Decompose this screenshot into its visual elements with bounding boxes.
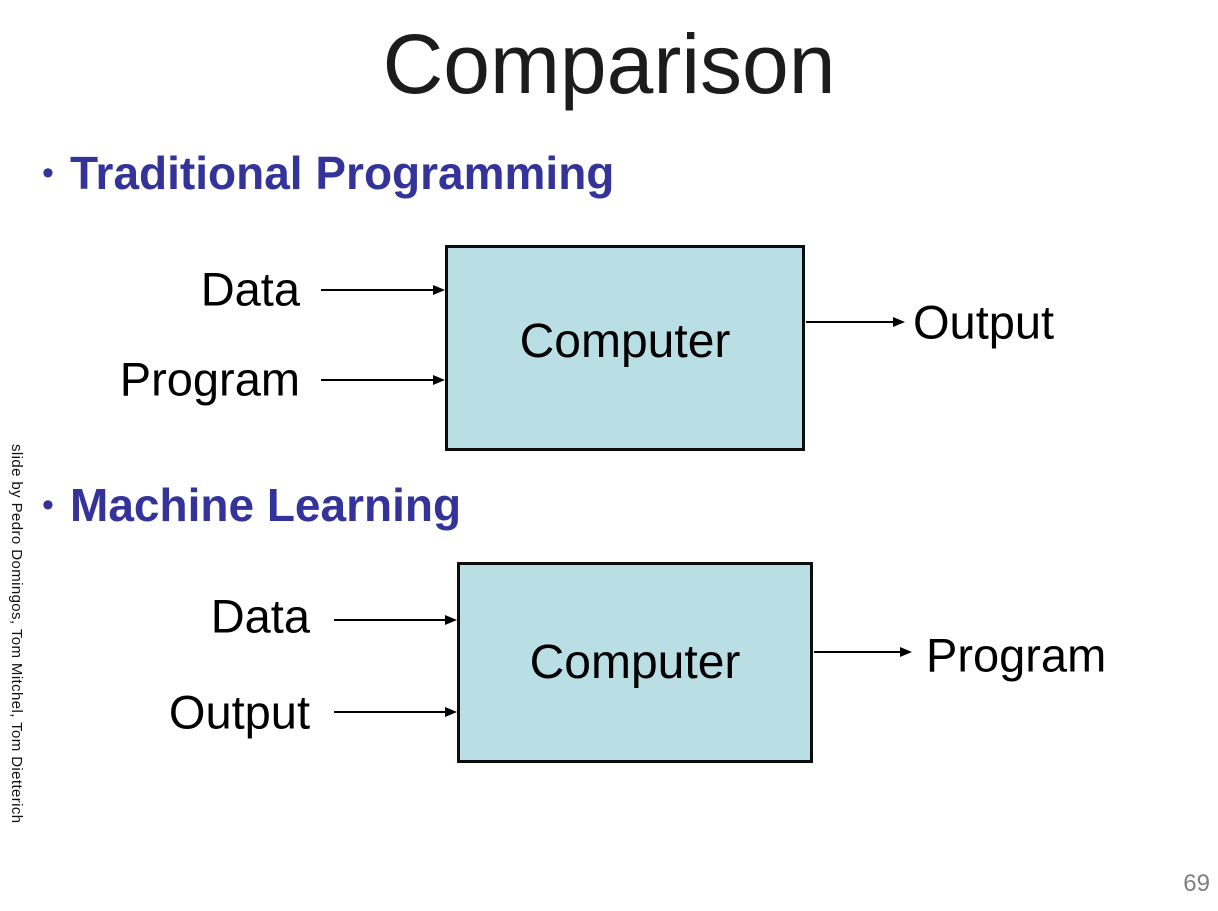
diagram2-input-label-data: Data [210,589,310,643]
diagram1-computer-box: Computer [445,245,805,451]
bullet-icon: • [42,486,54,525]
section-heading-label: Machine Learning [70,479,462,531]
diagram1-arrow-computer-to-output [806,317,905,327]
slide-attribution: slide by Pedro Domingos, Tom Mitchel, To… [8,444,25,824]
bullet-icon: • [42,154,54,193]
diagram2-input-label-output: Output [168,685,310,739]
diagram2-arrow-output-to-computer [334,707,457,717]
diagram1-computer-box-label: Computer [519,314,731,368]
diagram1-arrow-program-to-computer [321,375,445,385]
slide-title: Comparison [382,17,836,111]
diagram1-input-label-data: Data [200,262,300,316]
diagram1-arrow-data-to-computer [321,285,445,295]
diagram2-computer-box-label: Computer [529,636,741,689]
diagram1-input-label-program: Program [119,352,300,406]
section-heading-machine-learning: • Machine Learning [26,480,461,531]
section-heading-traditional-programming: • Traditional Programming [26,148,614,199]
diagram2-output-label: Program [926,628,1107,682]
diagram1-output-label: Output [913,295,1055,349]
section-heading-label: Traditional Programming [70,147,615,199]
page-number: 69 [1183,870,1210,897]
diagram2-computer-box: Computer [457,562,813,763]
diagram2-arrow-data-to-computer [334,615,457,625]
diagram2-arrow-computer-to-program [814,647,912,657]
